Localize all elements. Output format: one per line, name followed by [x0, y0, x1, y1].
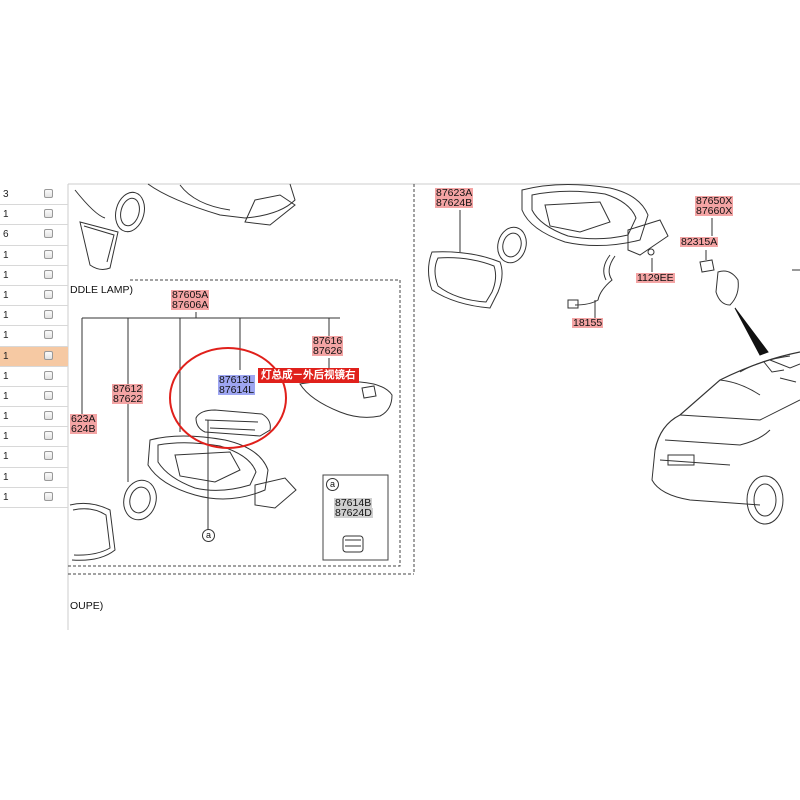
row-checkbox[interactable] — [44, 229, 53, 239]
list-item: 1 — [0, 266, 68, 286]
detail-box-marker-a: a — [326, 478, 339, 491]
qty-value: 1 — [3, 471, 9, 483]
quantity-list: 3 1 6 1 1 1 1 1 1 1 1 1 1 1 1 1 — [0, 185, 68, 508]
part-label-87605a[interactable]: 87605A — [171, 289, 210, 301]
part-label-87650x[interactable]: 87650X — [695, 195, 734, 207]
qty-value: 1 — [3, 451, 9, 463]
part-label-87623a[interactable]: 87623A — [435, 187, 474, 199]
list-item: 1 — [0, 205, 68, 226]
part-label-18155[interactable]: 18155 — [572, 317, 604, 329]
row-checkbox[interactable] — [44, 431, 53, 441]
callout-tooltip: 灯总成－外后视镜右 — [258, 368, 359, 383]
qty-value: 1 — [3, 350, 9, 362]
qty-value: 1 — [3, 249, 9, 261]
qty-value: 1 — [3, 431, 9, 443]
list-item: 1 — [0, 286, 68, 307]
part-label-87614b[interactable]: 87614B — [334, 497, 373, 509]
part-label-87623a-cut[interactable]: 623A — [70, 413, 97, 425]
part-label-87624b-cut[interactable]: 624B — [70, 423, 97, 435]
row-checkbox[interactable] — [44, 310, 53, 320]
list-item: 1 — [0, 427, 68, 448]
section-heading-puddle-lamp: DDLE LAMP) — [70, 284, 134, 296]
row-checkbox[interactable] — [44, 189, 53, 198]
row-checkbox[interactable] — [44, 249, 53, 259]
qty-value: 1 — [3, 310, 9, 322]
part-label-1129ee[interactable]: 1129EE — [636, 272, 675, 284]
part-label-87606a[interactable]: 87606A — [171, 299, 210, 311]
qty-value: 6 — [3, 229, 9, 241]
row-checkbox[interactable] — [44, 350, 53, 360]
list-item: 1 — [0, 468, 68, 488]
part-label-87626[interactable]: 87626 — [312, 345, 344, 357]
list-item: 1 — [0, 306, 68, 327]
row-checkbox[interactable] — [44, 330, 53, 340]
row-checkbox[interactable] — [44, 411, 53, 421]
row-checkbox[interactable] — [44, 289, 53, 299]
part-label-87613l[interactable]: 87613L — [218, 374, 256, 386]
part-label-87612[interactable]: 87612 — [112, 383, 144, 395]
list-item-selected: 1 — [0, 346, 68, 367]
qty-value: 1 — [3, 491, 9, 503]
row-checkbox[interactable] — [44, 370, 53, 380]
qty-value: 1 — [3, 390, 9, 402]
row-checkbox[interactable] — [44, 471, 53, 481]
part-label-87624d[interactable]: 87624D — [334, 507, 373, 519]
list-item: 1 — [0, 407, 68, 428]
qty-value: 1 — [3, 209, 9, 221]
list-item: 6 — [0, 225, 68, 246]
list-item: 1 — [0, 326, 68, 347]
section-heading-coupe: OUPE) — [70, 600, 104, 612]
row-checkbox[interactable] — [44, 451, 53, 461]
qty-value: 1 — [3, 289, 9, 301]
row-checkbox[interactable] — [44, 269, 53, 279]
part-label-87614l[interactable]: 87614L — [218, 384, 256, 396]
part-label-87616[interactable]: 87616 — [312, 335, 344, 347]
part-label-87622[interactable]: 87622 — [112, 393, 144, 405]
part-label-87660x[interactable]: 87660X — [695, 205, 734, 217]
row-checkbox[interactable] — [44, 491, 53, 501]
row-checkbox[interactable] — [44, 390, 53, 400]
list-item: 1 — [0, 367, 68, 387]
qty-value: 3 — [3, 189, 9, 200]
qty-value: 1 — [3, 411, 9, 423]
qty-value: 1 — [3, 330, 9, 342]
row-checkbox[interactable] — [44, 209, 53, 219]
qty-value: 1 — [3, 269, 9, 281]
qty-value: 1 — [3, 370, 9, 382]
list-item: 1 — [0, 387, 68, 408]
part-label-87624b[interactable]: 87624B — [435, 197, 474, 209]
list-item: 1 — [0, 447, 68, 468]
part-label-82315a[interactable]: 82315A — [680, 236, 719, 248]
list-item: 1 — [0, 488, 68, 508]
reference-marker-a: a — [202, 529, 215, 542]
list-item: 3 — [0, 185, 68, 206]
list-item: 1 — [0, 246, 68, 266]
